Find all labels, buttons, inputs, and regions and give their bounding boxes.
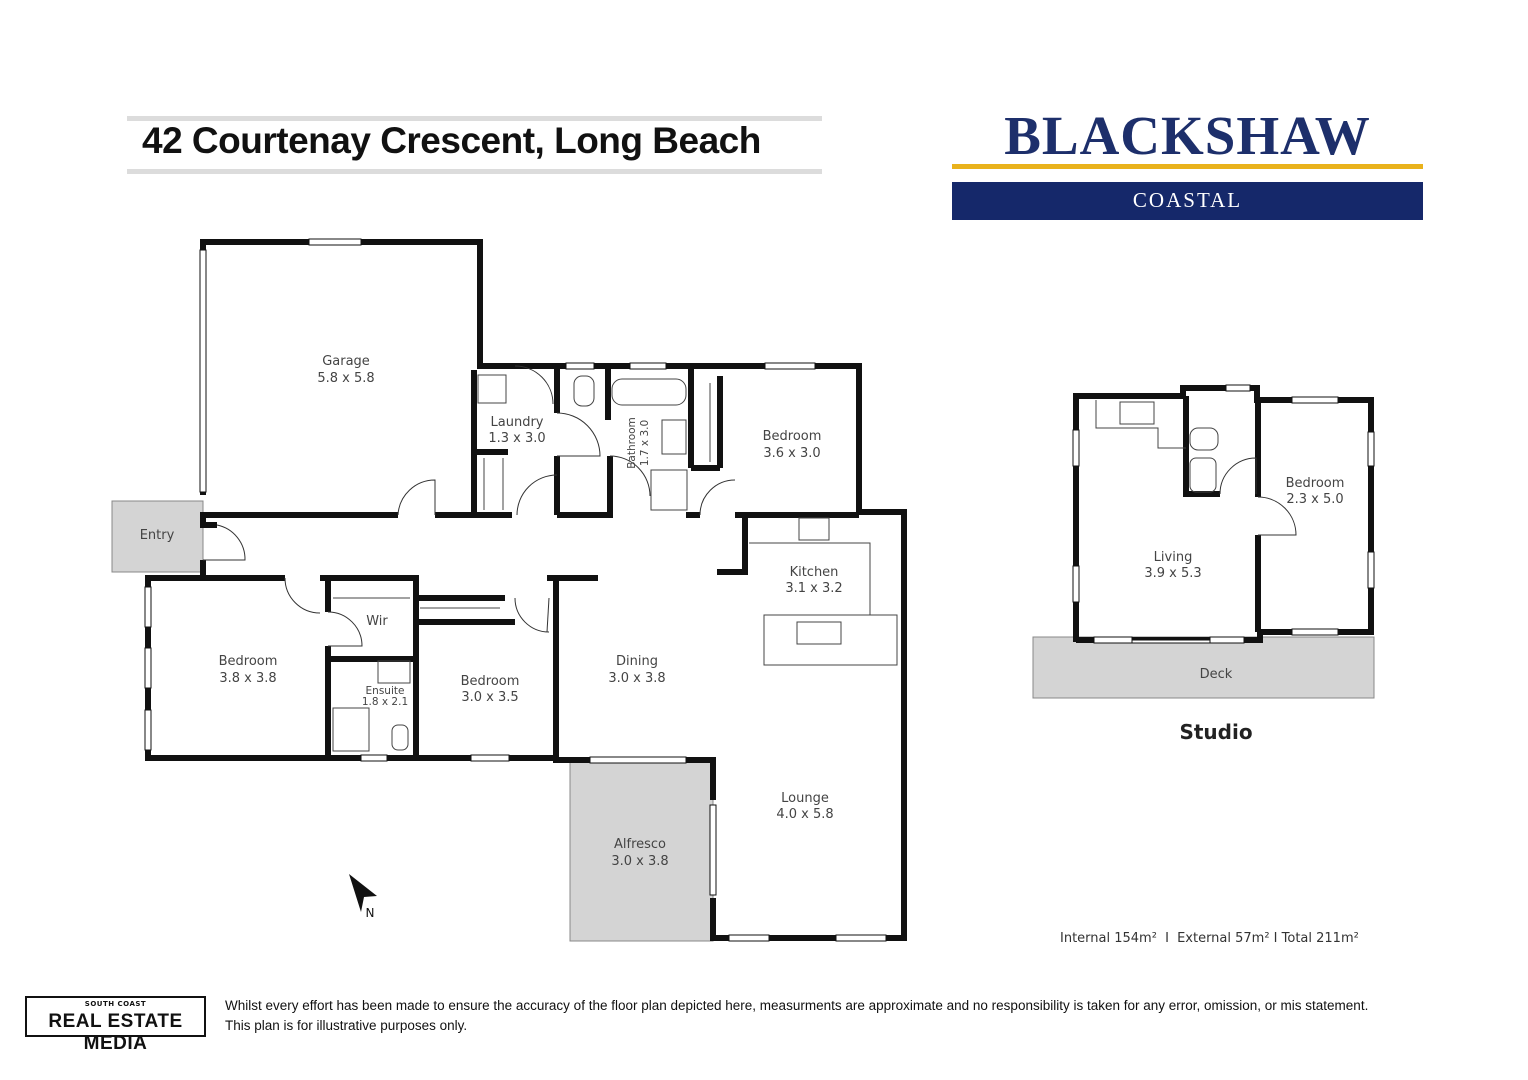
laundry-size: 1.3 x 3.0	[488, 431, 545, 446]
brand-gold-rule	[952, 164, 1423, 169]
brand-subtitle: COASTAL	[1132, 188, 1243, 212]
wir-label: Wir	[366, 614, 388, 629]
garage-size: 5.8 x 5.8	[317, 371, 374, 386]
bedroom-mid-label: Bedroom	[461, 674, 520, 689]
door-swings	[203, 365, 736, 647]
studio-living-label: Living	[1154, 550, 1193, 565]
brand-logo: BLACKSHAW COASTAL	[952, 108, 1423, 220]
kitchen-label: Kitchen	[790, 565, 839, 580]
alfresco-size: 3.0 x 3.8	[611, 854, 668, 869]
footer-logo: SOUTH COAST REAL ESTATE MEDIA	[25, 996, 206, 1054]
lounge-label: Lounge	[781, 791, 829, 806]
brand-band: COASTAL	[952, 182, 1423, 220]
area-separator: I	[1165, 931, 1169, 946]
brand-name: BLACKSHAW	[1004, 105, 1371, 166]
title-rule-top	[127, 116, 822, 121]
north-label: N	[366, 906, 375, 920]
windows	[144, 238, 887, 942]
disclaimer: Whilst every effort has been made to ens…	[225, 996, 1505, 1036]
title-block: 42 Courtenay Crescent, Long Beach	[127, 116, 822, 176]
internal-area: Internal 154m²	[1060, 931, 1157, 946]
bathroom-size: 1.7 x 3.0	[639, 420, 651, 466]
north-arrow-icon	[349, 874, 377, 912]
entry-area	[111, 500, 204, 573]
area-summary: Internal 154m² I External 57m² I Total 2…	[1060, 931, 1363, 946]
interior-details	[332, 374, 898, 752]
disclaimer-line-1: Whilst every effort has been made to ens…	[225, 998, 1369, 1013]
bedroom-master-label: Bedroom	[219, 654, 278, 669]
studio-door-swings	[1219, 457, 1297, 536]
studio-title: Studio	[1179, 720, 1252, 744]
footer-logo-main: REAL ESTATE MEDIA	[48, 1011, 183, 1054]
disclaimer-line-2: This plan is for illustrative purposes o…	[225, 1018, 468, 1033]
bathroom-label: Bathroom	[626, 417, 638, 469]
bedroom-ne-size: 3.6 x 3.0	[763, 446, 820, 461]
bedroom-ne-label: Bedroom	[763, 429, 822, 444]
kitchen-size: 3.1 x 3.2	[785, 581, 842, 596]
studio-walls	[1073, 385, 1374, 643]
lounge-size: 4.0 x 5.8	[776, 807, 833, 822]
dining-label: Dining	[616, 654, 658, 669]
deck-label: Deck	[1200, 667, 1233, 682]
ensuite-label: Ensuite	[366, 685, 405, 697]
studio-bedroom-size: 2.3 x 5.0	[1286, 492, 1343, 507]
studio-bedroom-label: Bedroom	[1286, 476, 1345, 491]
alfresco-label: Alfresco	[614, 837, 666, 852]
page-title: 42 Courtenay Crescent, Long Beach	[142, 120, 761, 161]
studio-living-size: 3.9 x 5.3	[1144, 566, 1201, 581]
bedroom-master-size: 3.8 x 3.8	[219, 671, 276, 686]
north-arrow: N	[349, 874, 377, 920]
title-rule-bottom	[127, 169, 822, 174]
footer-logo-top: SOUTH COAST	[84, 1000, 147, 1008]
entry-label: Entry	[140, 528, 175, 543]
dining-size: 3.0 x 3.8	[608, 671, 665, 686]
bedroom-mid-size: 3.0 x 3.5	[461, 690, 518, 705]
laundry-label: Laundry	[491, 415, 544, 430]
studio-details	[1095, 400, 1219, 493]
ensuite-size: 1.8 x 2.1	[362, 696, 408, 708]
alfresco-area	[569, 759, 714, 942]
deck-area	[1032, 636, 1375, 699]
external-total-area: External 57m² I Total 211m²	[1177, 931, 1359, 946]
studio-windows	[1072, 384, 1375, 644]
garage-label: Garage	[322, 354, 370, 369]
